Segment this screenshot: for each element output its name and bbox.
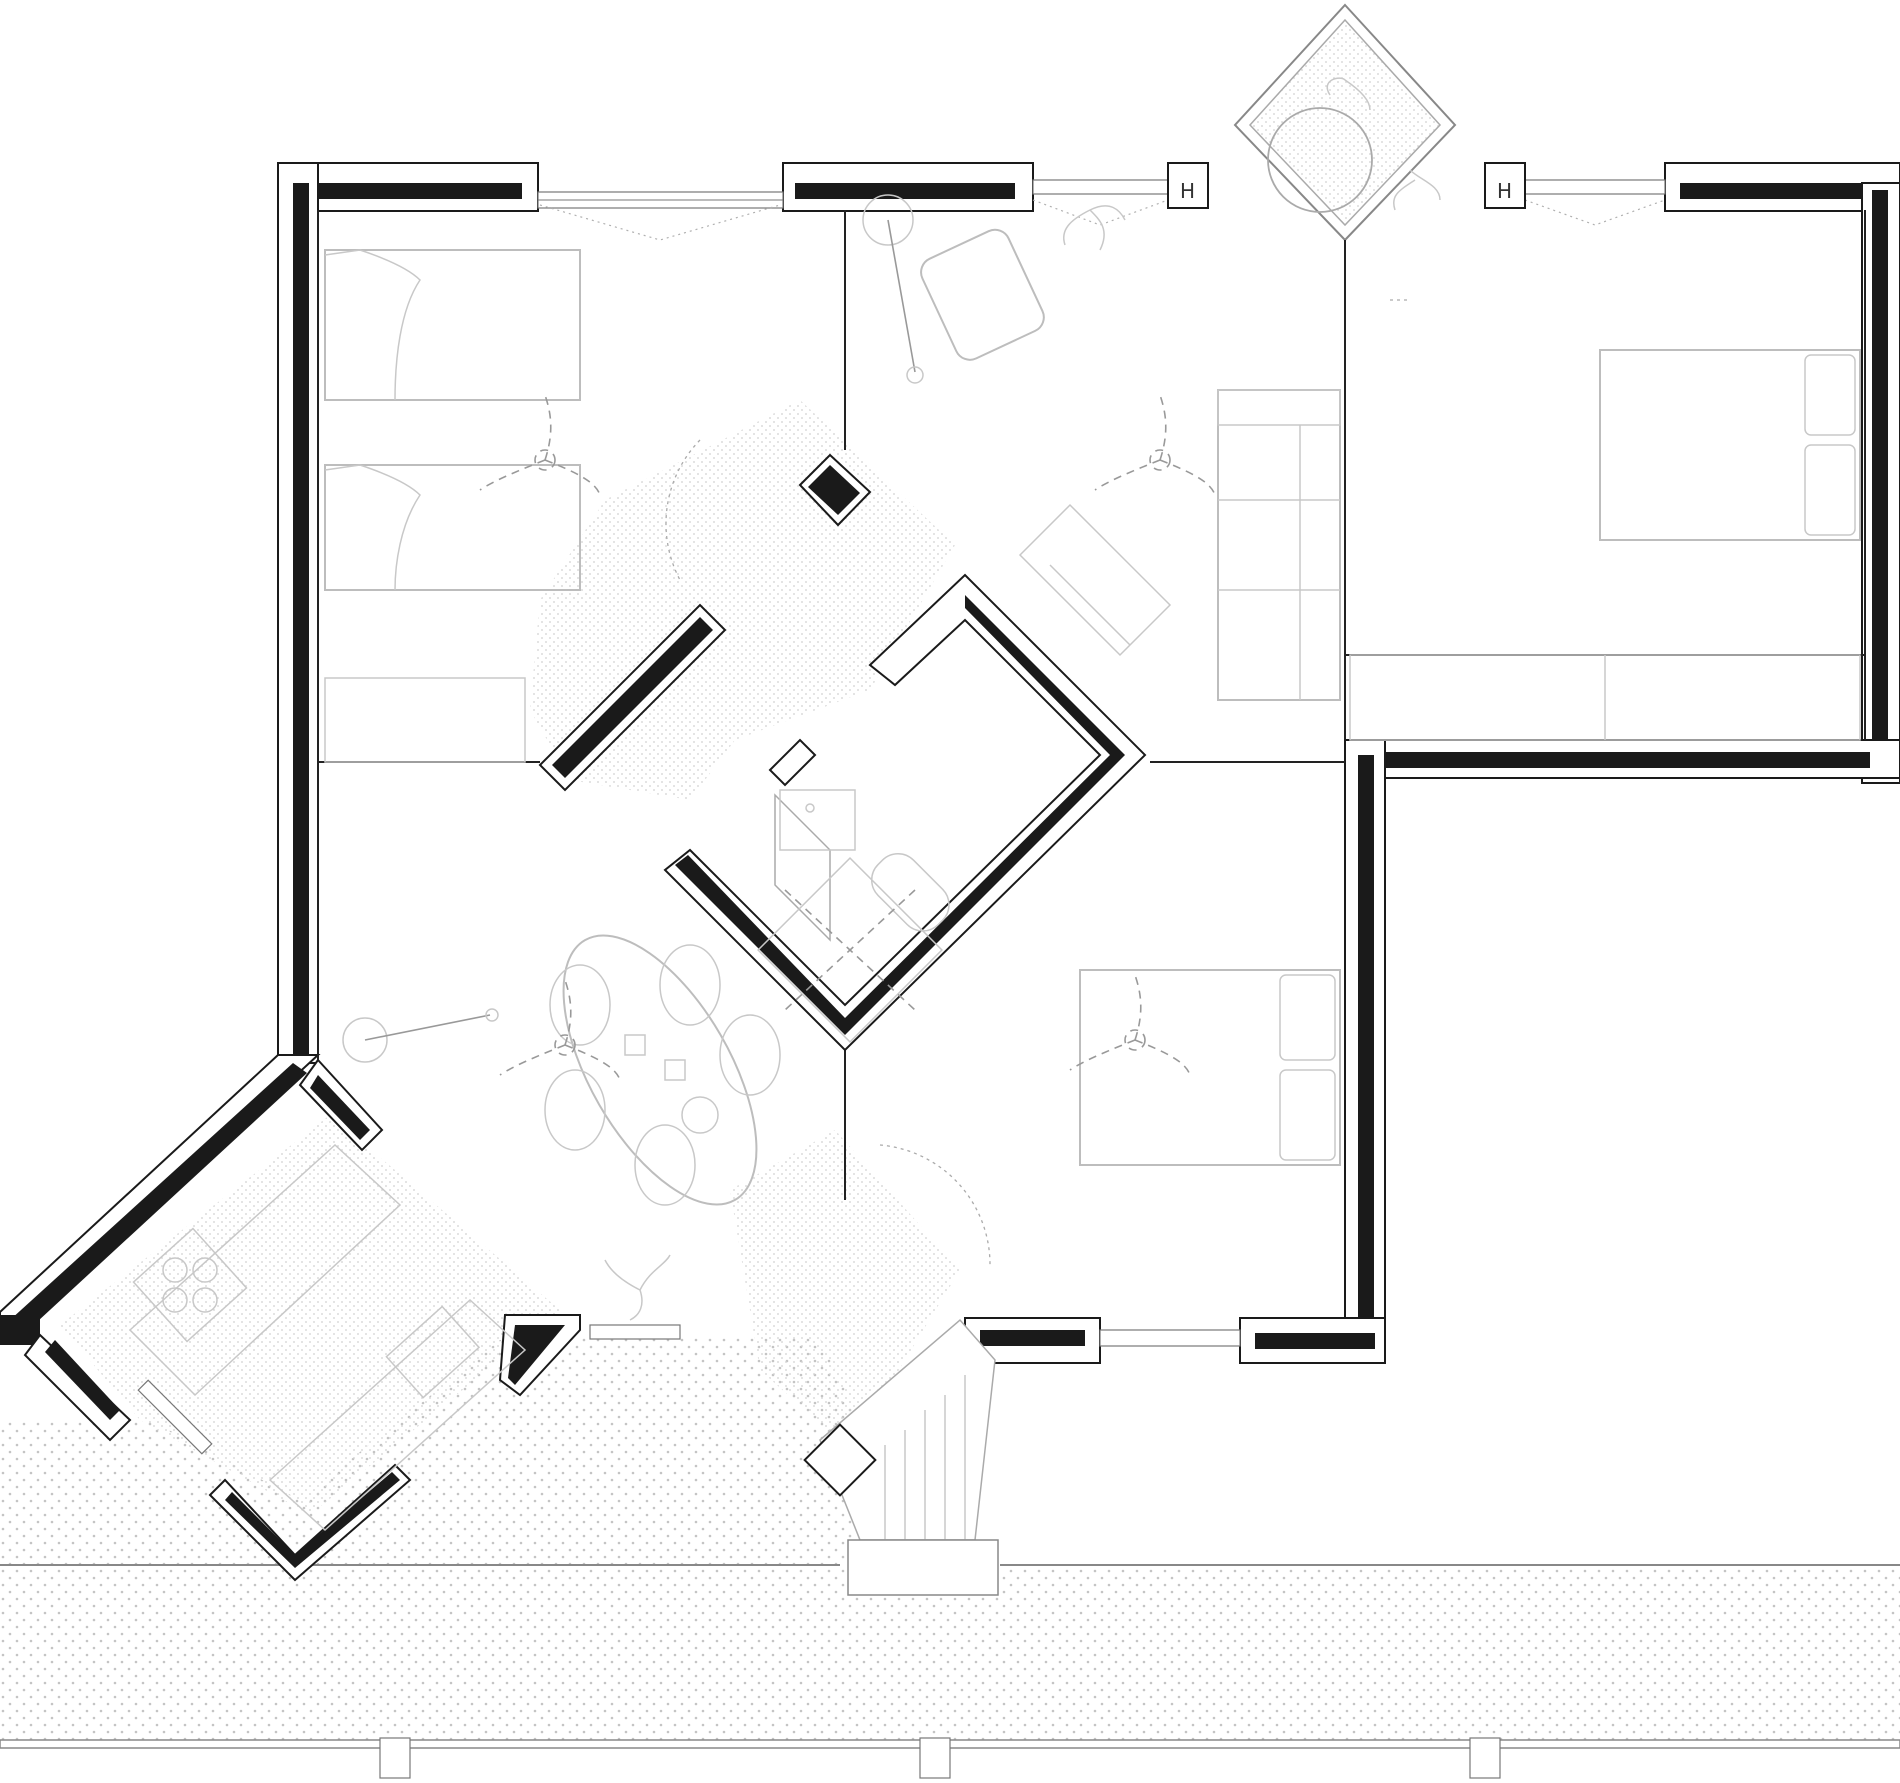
bed-double-right <box>1599 349 1861 541</box>
ceiling-fan-bedroom-bottom <box>1069 974 1191 1076</box>
entrance-landing <box>847 1539 999 1596</box>
heater-left-label: H <box>1180 179 1195 203</box>
cooktop <box>132 1227 248 1343</box>
interior-partitions <box>317 210 1866 1200</box>
bed-single-top <box>324 249 581 401</box>
desk-left <box>324 677 526 763</box>
floor-lamp-dining <box>342 1008 499 1063</box>
doors <box>665 299 1410 1266</box>
plant-living <box>1063 205 1126 251</box>
entrance-column <box>803 1423 877 1497</box>
ceiling-fan-bedroom-left <box>479 394 601 496</box>
windows <box>137 179 1666 1455</box>
bed-double-bottom <box>1079 969 1341 1166</box>
plant-entrance <box>604 1254 671 1321</box>
sideboard <box>1018 503 1172 657</box>
exterior-walls <box>0 162 1900 1582</box>
shower <box>757 857 943 1043</box>
armchair <box>920 228 1045 361</box>
kitchen-sink <box>385 1305 481 1399</box>
dining-chairs <box>544 944 781 1206</box>
heater-right-label: H <box>1497 179 1512 203</box>
dining-table <box>562 934 758 1206</box>
wardrobe-right <box>1349 654 1861 741</box>
heater-left: H <box>1167 162 1209 209</box>
kitchen-counter <box>128 1143 527 1532</box>
ceiling-fan-living <box>1094 394 1216 496</box>
sofa <box>1217 389 1341 701</box>
bed-single-bottom <box>324 464 581 591</box>
bay-window <box>1233 3 1457 345</box>
heater-right: H <box>1484 162 1526 209</box>
floor-lamp-living <box>862 194 924 384</box>
plant-bay <box>1267 77 1441 213</box>
entrance-steps <box>803 1318 999 1596</box>
ceiling-fan-dining <box>499 979 621 1081</box>
railing-posts <box>379 1737 1501 1779</box>
bathroom-sink <box>779 789 856 851</box>
